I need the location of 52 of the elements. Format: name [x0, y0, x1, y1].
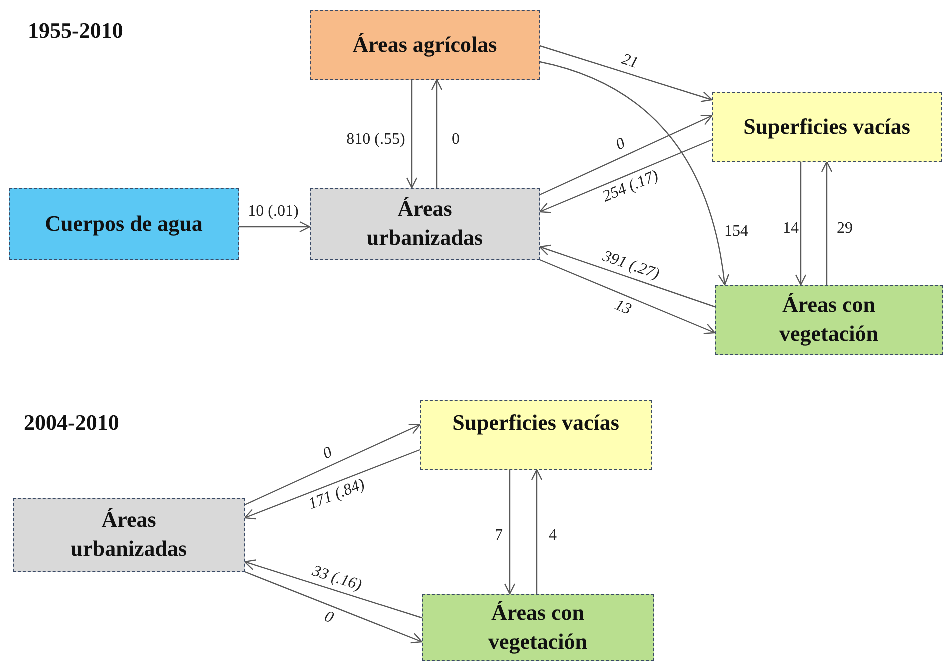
edge-label: 154: [724, 222, 748, 240]
category-label: Áreas con vegetación: [488, 598, 588, 656]
arrow: [540, 259, 716, 334]
category-box: [712, 92, 942, 162]
arrow: [239, 221, 311, 233]
edge-label: 810 (.55): [346, 131, 406, 149]
edge-label: 0: [614, 134, 628, 154]
category-label: Áreas urbanizadas: [366, 195, 484, 252]
category-label: Áreas urbanizadas: [70, 506, 188, 563]
edge-label: 254 (.17): [600, 167, 662, 207]
edge-label: 21: [619, 50, 640, 73]
arrow: [540, 61, 730, 286]
arrow: [244, 571, 423, 644]
edge-label: 0: [452, 131, 460, 149]
arrow: [244, 560, 422, 619]
period-heading: 2004-2010: [24, 410, 120, 436]
edge-label: 14: [783, 220, 799, 238]
category-box: [13, 498, 245, 572]
category-box: [310, 10, 540, 80]
category-label: Cuerpos de agua: [45, 210, 203, 238]
category-box: [422, 594, 654, 661]
arrow: [795, 162, 807, 286]
arrow: [406, 80, 418, 189]
edge-label: 171 (.84): [306, 476, 368, 514]
arrow: [244, 424, 421, 506]
arrow: [821, 161, 833, 285]
category-label: Áreas con vegetación: [778, 291, 880, 348]
arrow: [539, 244, 716, 308]
category-label: Áreas agrícolas: [352, 30, 498, 59]
arrow: [540, 45, 713, 102]
edge-label: 7: [495, 527, 503, 545]
arrow: [531, 469, 543, 594]
arrow: [540, 115, 713, 196]
edge-label: 29: [837, 220, 853, 238]
period-heading: 1955-2010: [28, 18, 124, 44]
category-label: Superficies vacías: [744, 112, 910, 141]
edge-label: 4: [549, 527, 557, 545]
category-box: [9, 188, 239, 260]
edge-label: 391 (.27): [600, 248, 662, 284]
edge-label: 13: [612, 296, 634, 319]
arrow: [244, 449, 420, 520]
edge-label: 33 (.16): [310, 562, 364, 595]
edge-label: 0: [320, 444, 335, 464]
edge-label: 0: [322, 608, 336, 628]
category-box: [420, 400, 652, 470]
arrow: [504, 470, 516, 595]
category-box: [715, 285, 943, 355]
category-box: [310, 188, 540, 260]
arrow: [431, 79, 443, 188]
arrow: [539, 139, 712, 214]
edge-label: 10 (.01): [248, 203, 299, 221]
category-label: Superficies vacías: [452, 409, 620, 437]
